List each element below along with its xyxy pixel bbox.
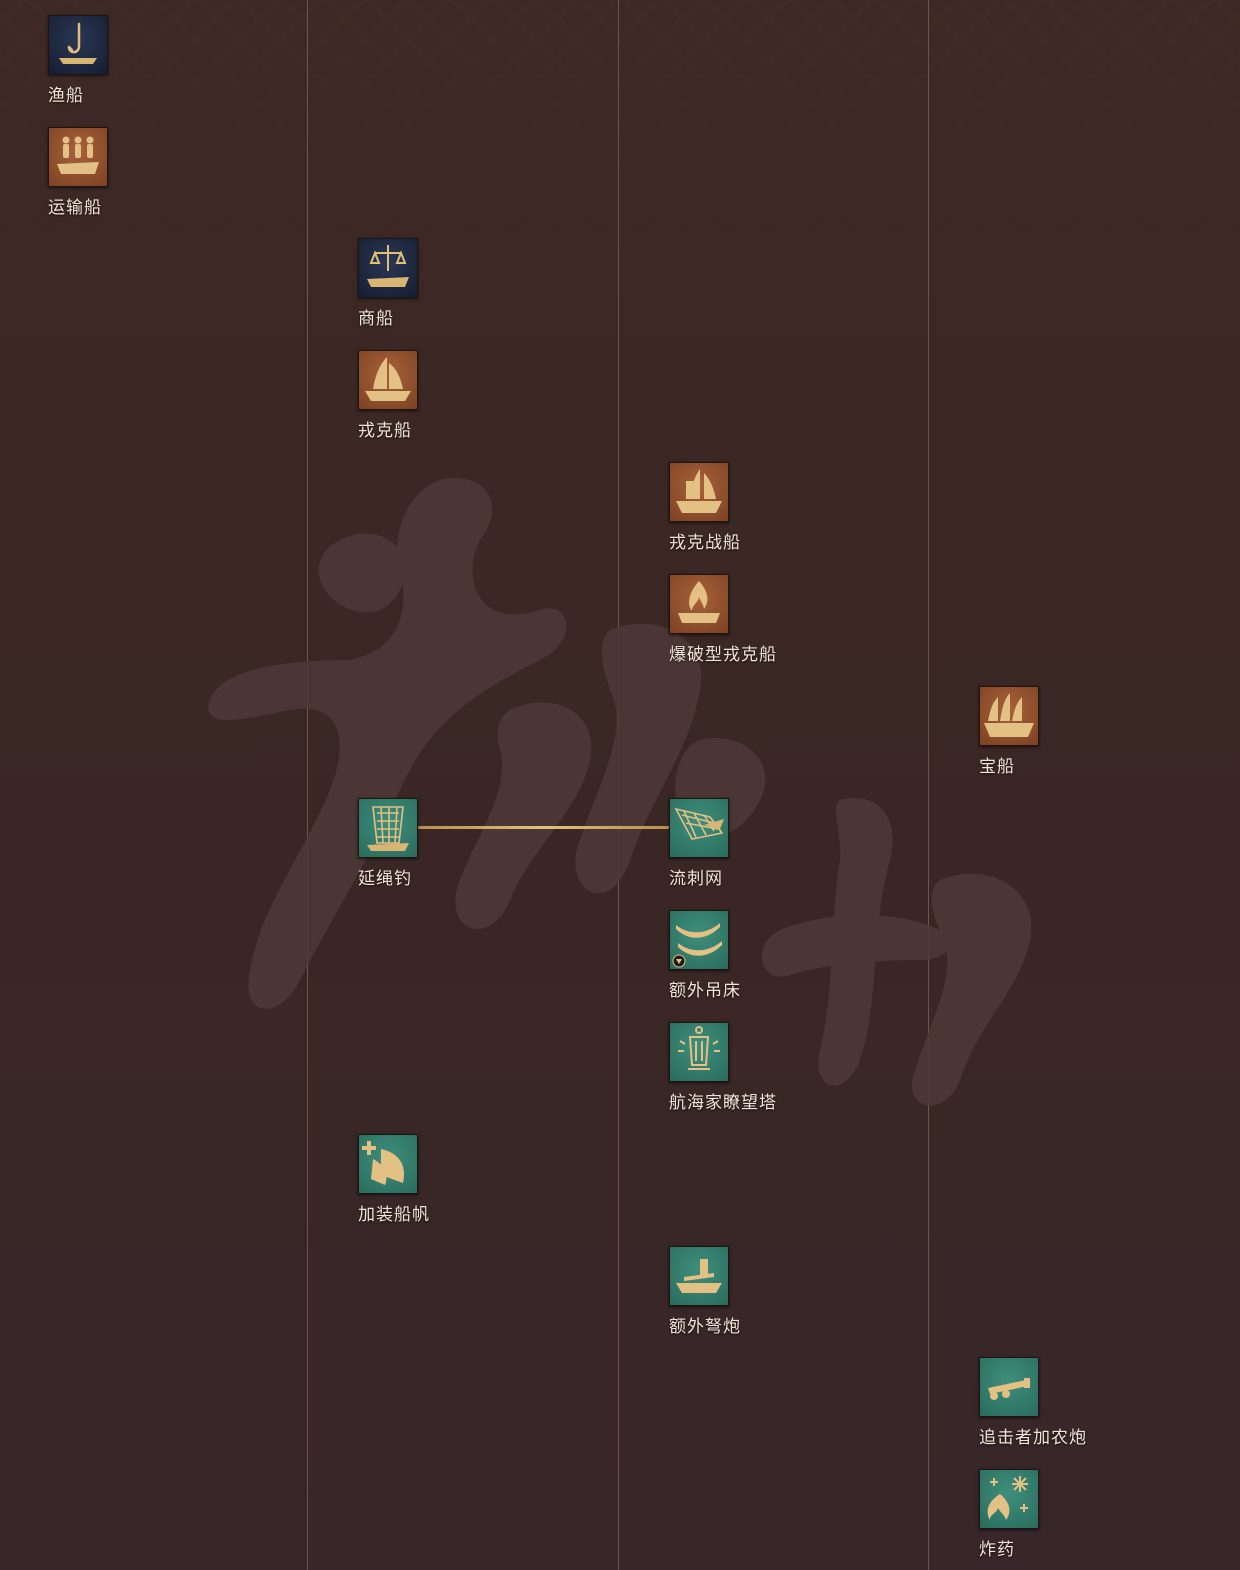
node-label: 加装船帆	[358, 1205, 430, 1225]
node-label: 延绳钓	[358, 869, 412, 889]
unit-treasure-ship[interactable]: 宝船	[979, 686, 1199, 777]
tech-longline[interactable]: 延绳钓	[358, 798, 578, 889]
treasure-ship-icon	[979, 686, 1039, 746]
node-label: 宝船	[979, 757, 1015, 777]
fishing-hook-boat-icon	[48, 15, 108, 75]
plus-sails-icon	[358, 1134, 418, 1194]
tech-connector-line	[418, 826, 670, 829]
unit-transport-ship[interactable]: 运输船	[48, 127, 268, 218]
node-label: 商船	[358, 309, 394, 329]
tech-extra-sails[interactable]: 加装船帆	[358, 1134, 578, 1225]
tech-chaser-cannon[interactable]: 追击者加农炮	[979, 1357, 1199, 1448]
tech-extra-hammocks[interactable]: 额外吊床	[669, 910, 889, 1001]
unit-junk[interactable]: 戎克船	[358, 350, 578, 441]
unit-fire-junk[interactable]: 爆破型戎克船	[669, 574, 889, 665]
calligraphy-watermark	[208, 478, 1032, 1106]
node-label: 戎克战船	[669, 533, 741, 553]
cannon-icon	[979, 1357, 1039, 1417]
tech-extra-ballista[interactable]: 额外弩炮	[669, 1246, 889, 1337]
lantern-icon	[669, 1022, 729, 1082]
tech-drift-net[interactable]: 流刺网	[669, 798, 889, 889]
explosives-icon	[979, 1469, 1039, 1529]
fire-ship-icon	[669, 574, 729, 634]
column-divider	[307, 0, 308, 1570]
decorative-pattern-banner	[0, 0, 1240, 230]
node-label: 运输船	[48, 198, 102, 218]
column-divider	[928, 0, 929, 1570]
tech-navigator-lookout[interactable]: 航海家瞭望塔	[669, 1022, 889, 1113]
unit-merchant-ship[interactable]: 商船	[358, 238, 578, 329]
war-junk-ship-icon	[669, 462, 729, 522]
soldiers-transport-ship-icon	[48, 127, 108, 187]
node-label: 航海家瞭望塔	[669, 1093, 777, 1113]
unit-fishing-boat[interactable]: 渔船	[48, 15, 268, 106]
fishing-net-rack-icon	[358, 798, 418, 858]
drift-net-icon	[669, 798, 729, 858]
scales-merchant-ship-icon	[358, 238, 418, 298]
node-label: 渔船	[48, 86, 84, 106]
node-label: 追击者加农炮	[979, 1428, 1087, 1448]
node-label: 额外弩炮	[669, 1317, 741, 1337]
hammocks-icon	[669, 910, 729, 970]
node-label: 爆破型戎克船	[669, 645, 777, 665]
ballista-ship-icon	[669, 1246, 729, 1306]
node-label: 炸药	[979, 1540, 1015, 1560]
tech-explosives[interactable]: 炸药	[979, 1469, 1199, 1560]
node-label: 流刺网	[669, 869, 723, 889]
node-label: 额外吊床	[669, 981, 741, 1001]
unit-war-junk[interactable]: 戎克战船	[669, 462, 889, 553]
node-label: 戎克船	[358, 421, 412, 441]
junk-sail-ship-icon	[358, 350, 418, 410]
